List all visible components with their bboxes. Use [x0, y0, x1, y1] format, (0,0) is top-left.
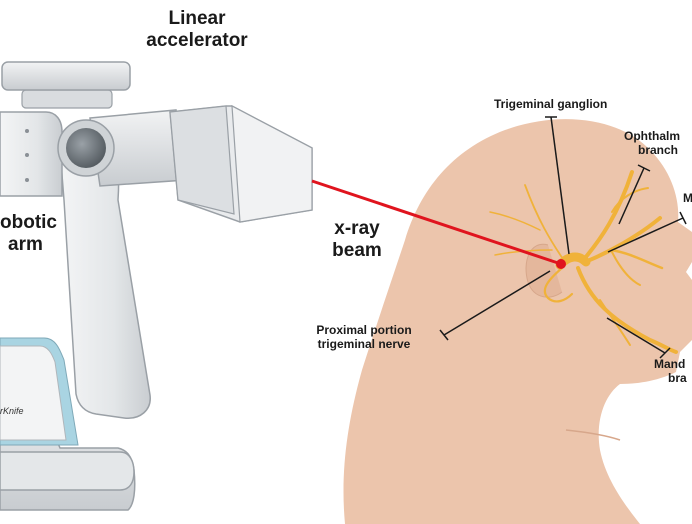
pillar-dot-3 [25, 178, 29, 182]
label-mandibular-line2: bra [668, 370, 687, 385]
label-mandibular-line1: Mand [654, 357, 686, 371]
temporal-branch-1 [524, 184, 566, 263]
label-proximal-line2: trigeminal nerve [317, 336, 411, 351]
label-trigeminal-ganglion: Trigeminal ganglion [494, 97, 608, 111]
xray-beam-line [311, 179, 562, 266]
leader-proximal [443, 270, 551, 336]
leader-trigeminal-ganglion [550, 116, 570, 255]
leader-lines [439, 116, 687, 359]
maxillary-branch [583, 216, 662, 264]
base-front-panel [0, 345, 67, 441]
label-proximal-line1: Proximal portion [316, 323, 412, 337]
patient-head [343, 119, 692, 524]
label-linear-accelerator-line1: Linear [168, 8, 226, 29]
maxillary-sub-branch-2 [611, 251, 641, 286]
label-xray-beam-line1: x-ray [334, 218, 380, 239]
leader-proximal-tick [439, 329, 449, 341]
proximal-nerve-portion [543, 266, 574, 303]
robot-top-cap [1, 61, 131, 91]
brand-text: rKnife [0, 406, 24, 416]
label-maxillary-partial: M [683, 191, 692, 205]
label-proximal-portion: Proximal portion trigeminal nerve [300, 323, 428, 352]
ear [525, 243, 563, 298]
robot-joint [66, 128, 106, 168]
base-ring [0, 451, 135, 491]
linac-side [169, 105, 235, 215]
leader-maxillary [607, 217, 684, 253]
beam-target-dot [556, 259, 566, 269]
pillar-dot-1 [25, 129, 29, 133]
head-silhouette [343, 119, 692, 524]
label-mandibular-branch: Mand bra [654, 357, 687, 386]
neck-line [565, 429, 621, 441]
label-robotic-arm: obotic arm [0, 212, 57, 256]
label-ophthalmic-line2: branch [638, 142, 679, 157]
label-linear-accelerator: Linear accelerator [142, 8, 252, 52]
label-robotic-arm-line2: arm [8, 233, 43, 255]
leader-ophthalmic [618, 167, 645, 225]
label-ophthalmic-line1: Ophthalm [624, 129, 680, 143]
temporal-branch-2 [489, 211, 541, 231]
label-ophthalmic-branch: Ophthalm branch [624, 129, 692, 158]
ophthalmic-sub-branch [611, 187, 649, 213]
ophthalmic-branch [583, 170, 634, 260]
label-xray-beam-line2: beam [332, 239, 382, 261]
leader-maxillary-tick [679, 211, 687, 225]
leader-mandibular-tick [659, 347, 671, 359]
pillar-dot-2 [25, 153, 29, 157]
maxillary-sub-branch-1 [608, 248, 664, 270]
label-xray-beam: x-ray beam [318, 218, 396, 262]
label-robotic-arm-line1: obotic [0, 212, 57, 233]
linac-front [231, 104, 313, 223]
label-linear-accelerator-line2: accelerator [146, 29, 248, 51]
robot-top-bar [21, 89, 113, 109]
robot-upper-pillar [0, 111, 63, 197]
leader-mandibular [606, 317, 666, 354]
leader-ophthalmic-tick [637, 164, 651, 172]
cyberknife-robot [0, 61, 313, 511]
